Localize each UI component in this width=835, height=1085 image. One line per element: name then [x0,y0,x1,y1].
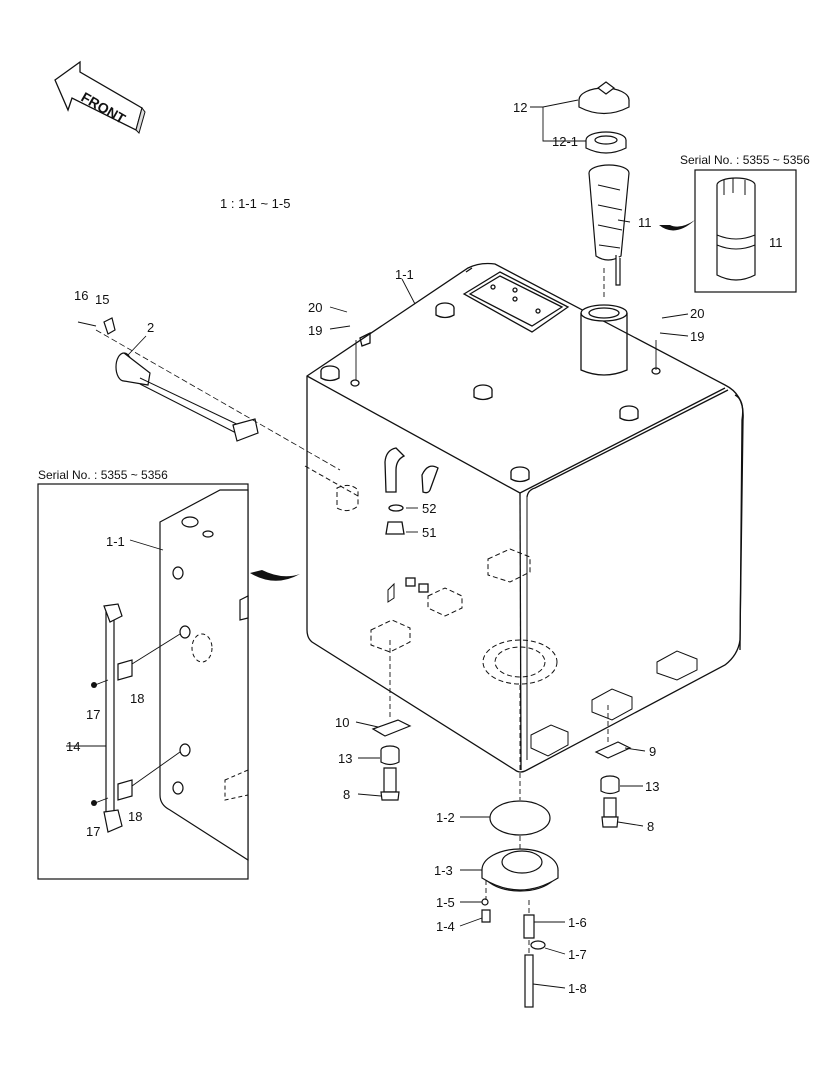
gauge-leader [95,329,341,471]
level-gauge [77,317,259,442]
callout-13-right: 13 [645,779,659,794]
callout-52: 52 [422,501,436,516]
callout-17-top: 17 [86,707,100,722]
callout-1-5: 1-5 [436,895,455,910]
callout-19-right: 19 [690,329,704,344]
callout-17-bottom: 17 [86,824,100,839]
callout-1-7: 1-7 [568,947,587,962]
callout-1-8: 1-8 [568,981,587,996]
right-inset: Serial No. : 5355 ~ 5356 [659,153,810,293]
callout-2: 2 [147,320,154,335]
filler-cap-assembly [578,81,630,286]
callout-1-3: 1-3 [434,863,453,878]
callout-18-bottom: 18 [128,809,142,824]
callout-1-4: 1-4 [436,919,455,934]
right-inset-serial: Serial No. : 5355 ~ 5356 [680,153,810,167]
hydraulic-tank [304,262,744,773]
callout-1-6: 1-6 [568,915,587,930]
left-inset-serial: Serial No. : 5355 ~ 5356 [38,468,168,482]
callout-9: 9 [649,744,656,759]
scope-note: 1 : 1-1 ~ 1-5 [220,196,290,211]
callout-1-1-inset: 1-1 [106,534,125,549]
leader-lines [66,99,689,989]
callout-11: 11 [638,215,652,230]
left-inset: Serial No. : 5355 ~ 5356 [37,468,300,880]
callout-12-1: 12-1 [552,134,578,149]
callout-8-left: 8 [343,787,350,802]
callout-14: 14 [66,739,80,754]
callout-18-top: 18 [130,691,144,706]
callout-19-left: 19 [308,323,322,338]
callout-labels: 12 12-1 11 11 1-1 20 19 20 19 16 15 2 52… [66,100,783,996]
callout-13-left: 13 [338,751,352,766]
callout-12: 12 [513,100,527,115]
callout-10: 10 [335,715,349,730]
mounting-hardware [371,719,632,1008]
callout-51: 51 [422,525,436,540]
callout-1-2: 1-2 [436,810,455,825]
callout-8-right: 8 [647,819,654,834]
callout-11-inset: 11 [769,235,783,250]
callout-16: 16 [74,288,88,303]
callout-1-1: 1-1 [395,267,414,282]
callout-15: 15 [95,292,109,307]
callout-20-left: 20 [308,300,322,315]
callout-20-right: 20 [690,306,704,321]
front-arrow-icon: FRONT [54,60,146,134]
